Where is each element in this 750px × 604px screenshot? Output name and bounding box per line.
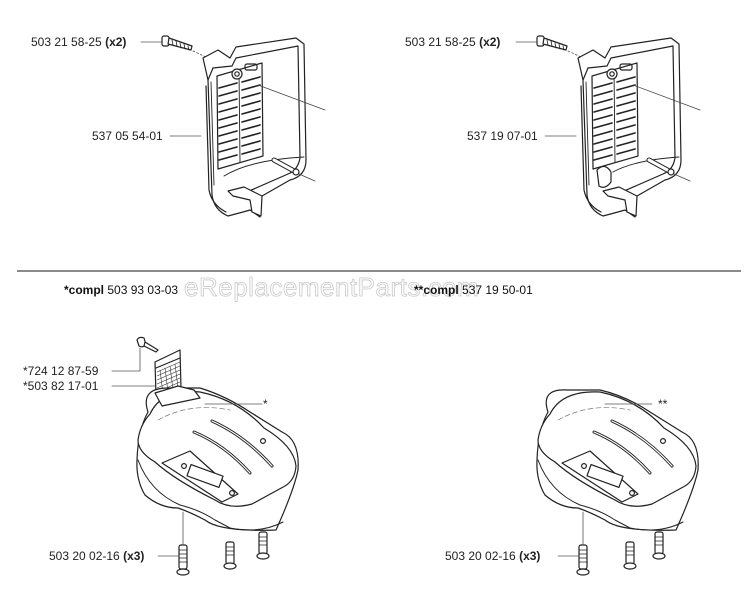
screw-icon xyxy=(161,35,193,51)
cover-kit-537-19-50-01 xyxy=(536,389,699,576)
kit-title: *compl 503 93 03-03 xyxy=(64,283,178,297)
part-number: 503 21 58-25 xyxy=(405,35,476,49)
kit-prefix: **compl xyxy=(414,283,459,297)
part-qty: (x2) xyxy=(479,35,501,49)
part-number: *503 82 17-01 xyxy=(23,379,99,393)
part-label[interactable]: 503 20 02-16 (x3) xyxy=(49,549,144,563)
screw-icon xyxy=(256,531,270,560)
kit-number: 537 19 50-01 xyxy=(462,283,533,297)
part-number: 537 19 07-01 xyxy=(467,129,538,143)
callout-double-star: ** xyxy=(658,397,668,411)
screw-icon xyxy=(136,336,159,353)
part-number: 503 21 58-25 xyxy=(31,35,102,49)
screw-icon xyxy=(223,541,237,570)
cover-kit-503-93-03-03 xyxy=(111,336,299,576)
part-label[interactable]: 503 20 02-16 (x3) xyxy=(445,549,540,563)
screw-icon xyxy=(176,511,190,576)
screw-icon xyxy=(536,35,568,51)
part-label[interactable]: *724 12 87-59 xyxy=(23,364,98,378)
part-qty: (x3) xyxy=(123,549,145,563)
part-number: 503 20 02-16 xyxy=(49,549,120,563)
part-label[interactable]: 503 21 58-25 (x2) xyxy=(31,35,126,49)
part-qty: (x3) xyxy=(519,549,541,563)
kit-title: **compl 537 19 50-01 xyxy=(414,283,533,297)
callout-star: * xyxy=(263,397,268,411)
frame-537-19-07-01 xyxy=(515,35,701,218)
part-number: 537 05 54-01 xyxy=(92,129,163,143)
part-label[interactable]: 537 05 54-01 xyxy=(92,129,163,143)
screw-icon xyxy=(623,541,637,570)
frame-537-05-54-01 xyxy=(140,35,326,218)
part-label[interactable]: *503 82 17-01 xyxy=(23,379,98,393)
kit-number: 503 93 03-03 xyxy=(107,283,179,297)
part-qty: (x2) xyxy=(105,35,127,49)
part-number: *724 12 87-59 xyxy=(23,364,99,378)
part-label[interactable]: 503 21 58-25 (x2) xyxy=(405,35,500,49)
section-divider xyxy=(17,270,741,272)
part-label[interactable]: 537 19 07-01 xyxy=(467,129,538,143)
kit-prefix: *compl xyxy=(64,283,105,297)
screw-icon xyxy=(576,511,590,576)
screw-icon xyxy=(652,531,666,560)
part-number: 503 20 02-16 xyxy=(445,549,516,563)
